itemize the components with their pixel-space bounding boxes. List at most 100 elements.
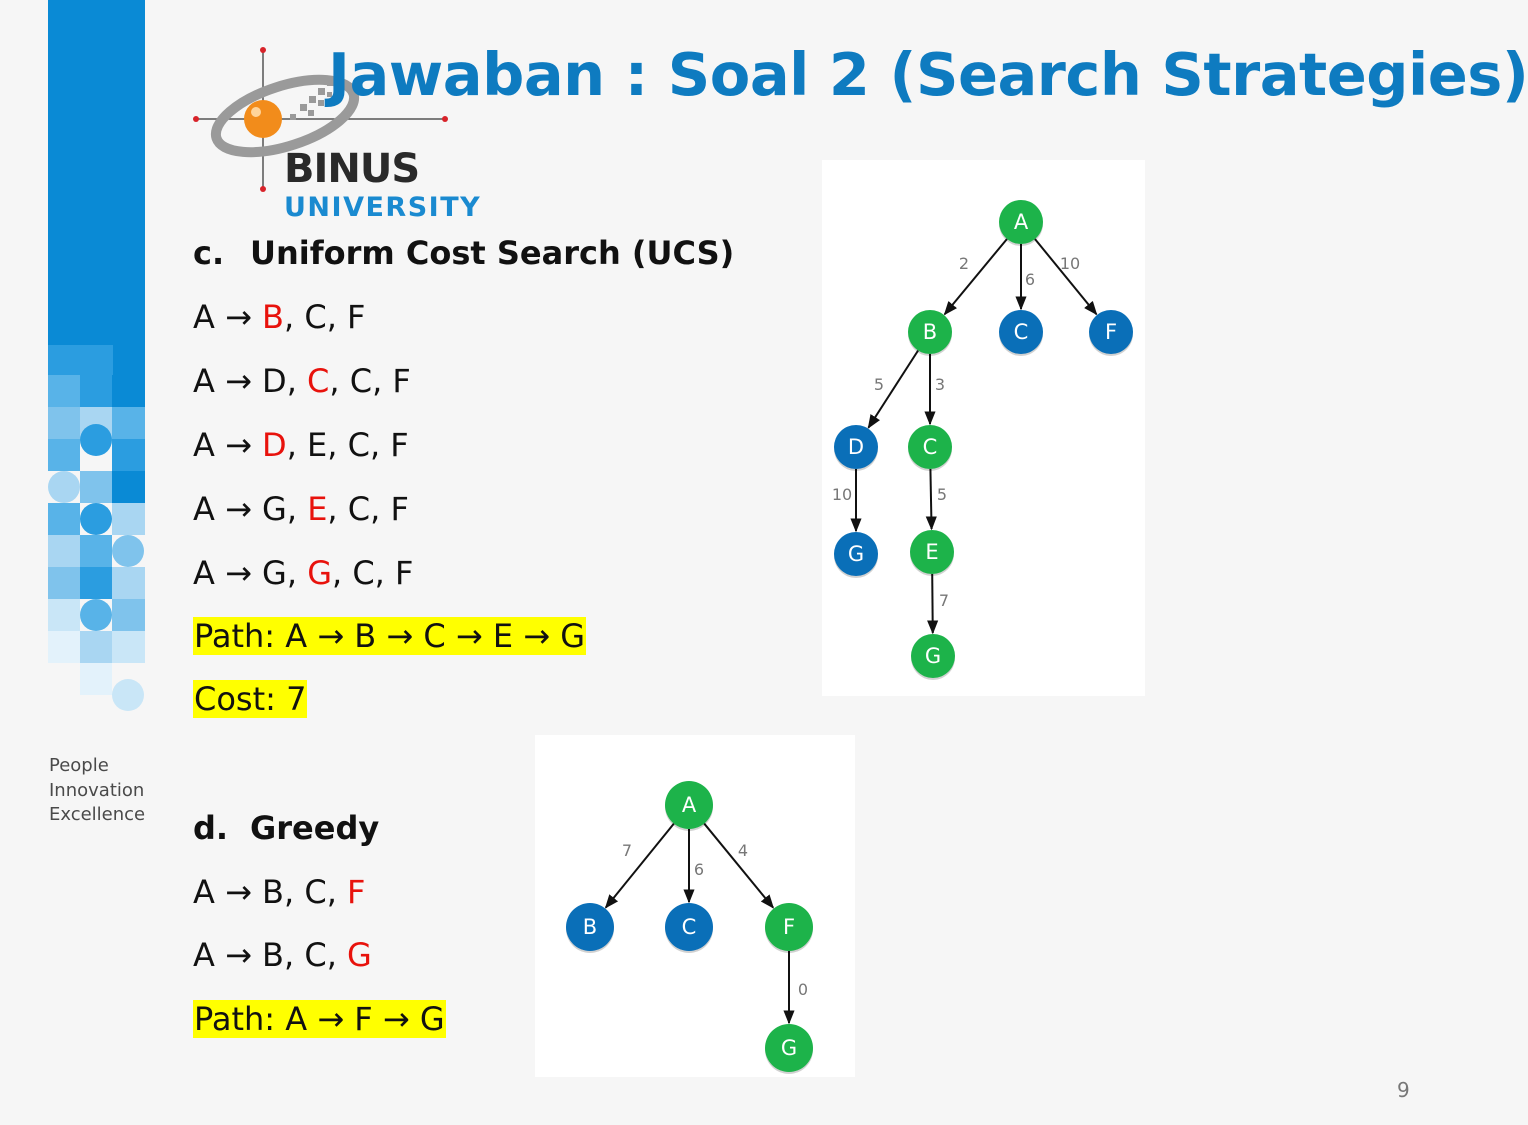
ucs-tree-panel: 2 6 10 5 3 10 5 7 A B C F D C G E G	[822, 160, 1145, 696]
ucs-node-c1: C	[999, 310, 1043, 356]
svg-text:F: F	[1105, 320, 1117, 344]
greedy-node-g: G	[765, 1024, 813, 1074]
greedy-edge-a-f	[703, 822, 775, 909]
ucs-node-g2: G	[911, 634, 955, 680]
tagline-line-2: Innovation	[49, 779, 145, 801]
ucs-node-b: B	[908, 310, 952, 356]
ucs-step-1-rest: , C, F	[284, 298, 366, 336]
ucs-step-3-prefix: A →	[193, 426, 263, 464]
ucs-edge-weight-a-c1: 6	[1025, 270, 1035, 289]
ucs-edge-b-d	[867, 349, 919, 429]
svg-text:G: G	[925, 644, 941, 668]
ucs-path: Path: A → B → C → E → G	[193, 617, 587, 655]
ucs-step-5-prefix: A → G,	[193, 554, 308, 592]
ucs-edge-weight-d-g1: 10	[832, 485, 852, 504]
ucs-node-e: E	[910, 530, 954, 576]
ucs-step-2: A → D, C, C, F	[193, 362, 411, 400]
greedy-edge-weight-a-c: 6	[694, 860, 704, 879]
ucs-step-4-highlight: E	[307, 490, 328, 528]
decorative-side-band	[48, 0, 145, 715]
svg-text:F: F	[783, 915, 795, 939]
ucs-step-4-rest: , C, F	[327, 490, 409, 528]
greedy-step-2-highlight: G	[347, 936, 372, 974]
greedy-edge-weight-a-b: 7	[622, 841, 632, 860]
ucs-search-tree: 2 6 10 5 3 10 5 7 A B C F D C G E G	[832, 200, 1133, 680]
ucs-step-1: A → B, C, F	[193, 298, 365, 336]
tagline: People Innovation Excellence	[49, 754, 145, 828]
ucs-node-g1: G	[834, 532, 878, 578]
ucs-edge-weight-c2-e: 5	[937, 485, 947, 504]
greedy-node-a: A	[665, 781, 713, 831]
binus-logo-graphic	[193, 47, 448, 192]
ucs-step-2-prefix: A → D,	[193, 362, 308, 400]
ucs-step-1-prefix: A →	[193, 298, 263, 336]
ucs-edge-weight-b-d: 5	[874, 375, 884, 394]
ucs-node-f: F	[1089, 310, 1133, 356]
svg-text:C: C	[923, 435, 938, 459]
greedy-step-2: A → B, C, G	[193, 936, 372, 974]
svg-text:D: D	[848, 435, 864, 459]
tagline-line-3: Excellence	[49, 804, 146, 825]
svg-text:C: C	[1014, 320, 1029, 344]
ucs-node-a: A	[999, 200, 1043, 246]
ucs-edge-weight-b-c2: 3	[935, 375, 945, 394]
greedy-path-text: Path: A → F → G	[193, 1000, 446, 1038]
greedy-path: Path: A → F → G	[193, 1000, 446, 1038]
greedy-tree-panel: 7 6 4 0 A B C F G	[535, 735, 855, 1077]
ucs-edge-a-b	[943, 238, 1008, 316]
ucs-edge-c2-e	[925, 468, 937, 531]
svg-text:B: B	[923, 320, 937, 344]
greedy-heading-letter: d.	[193, 809, 229, 847]
ucs-step-3: A → D, E, C, F	[193, 426, 409, 464]
tagline-line-1: People	[49, 755, 109, 776]
ucs-heading-text: Uniform Cost Search (UCS)	[250, 234, 735, 272]
ucs-step-2-highlight: C	[307, 362, 330, 400]
ucs-edge-weight-a-f: 10	[1060, 254, 1080, 273]
greedy-step-2-prefix: A → B, C,	[193, 936, 348, 974]
ucs-edge-weight-e-g2: 7	[939, 591, 949, 610]
greedy-node-f: F	[765, 903, 813, 953]
side-band-tiles	[48, 345, 145, 711]
svg-text:G: G	[848, 542, 864, 566]
ucs-step-4: A → G, E, C, F	[193, 490, 409, 528]
ucs-path-text: Path: A → B → C → E → G	[193, 617, 587, 655]
greedy-step-1-highlight: F	[347, 873, 366, 911]
ucs-step-5-highlight: G	[307, 554, 332, 592]
greedy-heading: d. Greedy	[193, 809, 379, 847]
logo-wordmark-university: UNIVERSITY	[284, 192, 482, 223]
greedy-node-c: C	[665, 903, 713, 953]
ucs-heading-letter: c.	[193, 234, 225, 272]
slide-title: Jawaban : Soal 2 (Search Strategies)	[328, 40, 1528, 109]
svg-text:B: B	[583, 915, 597, 939]
ucs-step-4-prefix: A → G,	[193, 490, 308, 528]
svg-text:C: C	[682, 915, 697, 939]
svg-text:A: A	[682, 793, 697, 817]
logo-wordmark-binus: BINUS	[284, 146, 420, 192]
greedy-edge-weight-f-g: 0	[798, 980, 808, 999]
ucs-step-1-highlight: B	[262, 298, 284, 336]
ucs-step-5: A → G, G, C, F	[193, 554, 413, 592]
svg-text:A: A	[1014, 210, 1029, 234]
page-number: 9	[1397, 1078, 1410, 1102]
greedy-search-tree: 7 6 4 0 A B C F G	[566, 781, 813, 1074]
svg-text:E: E	[925, 540, 938, 564]
ucs-edge-e-g2	[927, 573, 939, 635]
greedy-heading-text: Greedy	[250, 809, 380, 847]
ucs-step-5-rest: , C, F	[331, 554, 414, 592]
svg-text:G: G	[781, 1036, 797, 1060]
greedy-node-b: B	[566, 903, 614, 953]
greedy-edge-weight-a-f: 4	[738, 841, 748, 860]
ucs-edge-weight-a-b: 2	[959, 254, 969, 273]
greedy-edge-a-b	[604, 823, 675, 909]
ucs-step-2-rest: , C, F	[329, 362, 411, 400]
ucs-node-c2: C	[908, 425, 952, 471]
ucs-edge-a-f	[1034, 238, 1098, 316]
ucs-node-d: D	[834, 425, 878, 471]
ucs-heading: c. Uniform Cost Search (UCS)	[193, 234, 734, 272]
ucs-step-3-rest: , E, C, F	[286, 426, 409, 464]
ucs-cost: Cost: 7	[193, 680, 308, 718]
ucs-cost-text: Cost: 7	[193, 680, 308, 718]
side-band-solid	[48, 0, 145, 345]
ucs-step-3-highlight: D	[262, 426, 287, 464]
greedy-step-1: A → B, C, F	[193, 873, 365, 911]
